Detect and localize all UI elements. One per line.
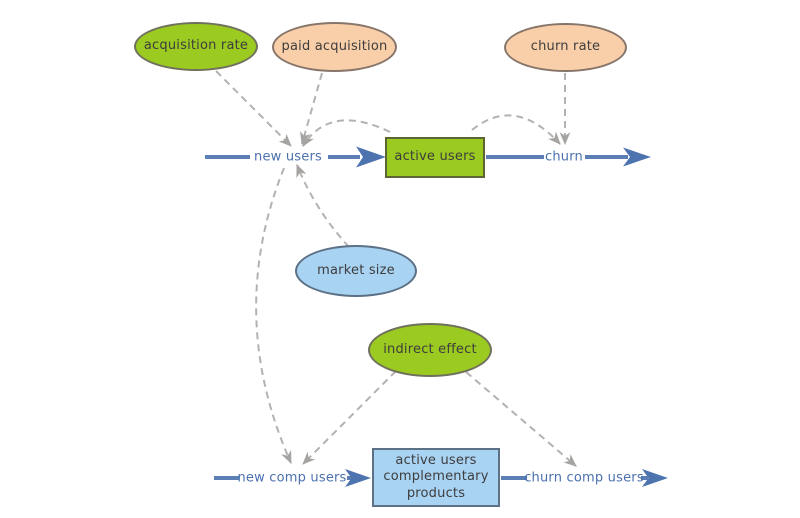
link-indirect-effect-to-churn-comp-users[interactable] bbox=[465, 371, 577, 467]
node-label: active users complementary products bbox=[383, 453, 489, 501]
link-active-users-to-churn[interactable] bbox=[471, 114, 561, 145]
flow-label-churn-comp-users[interactable]: churn comp users bbox=[524, 470, 644, 486]
link-acquisition-rate-to-new-users[interactable] bbox=[215, 70, 292, 147]
node-active-users[interactable]: active users bbox=[385, 137, 485, 178]
link-market-size-to-new-users[interactable] bbox=[296, 163, 350, 248]
flow-label-churn[interactable]: churn bbox=[545, 149, 583, 165]
link-indirect-effect-to-new-comp-users[interactable] bbox=[302, 370, 397, 465]
flow-pipe-new-users[interactable] bbox=[205, 146, 386, 168]
flow-arrowhead-icon bbox=[623, 147, 651, 167]
node-active-users-complementary-products[interactable]: active users complementary products bbox=[372, 448, 500, 507]
node-label: indirect effect bbox=[383, 341, 477, 357]
flow-arrowhead-icon bbox=[642, 469, 668, 487]
flow-pipe-new-comp-users[interactable] bbox=[214, 469, 371, 487]
node-market-size[interactable]: market size bbox=[295, 245, 417, 297]
link-paid-acquisition-to-new-users[interactable] bbox=[300, 72, 323, 146]
node-label: paid acquisition bbox=[281, 38, 388, 54]
node-label: acquisition rate bbox=[143, 38, 249, 54]
flow-arrowhead-icon bbox=[356, 146, 386, 168]
flow-pipe-churn[interactable] bbox=[486, 147, 651, 167]
flow-pipe-churn-comp-users[interactable] bbox=[501, 469, 668, 487]
link-new-users-to-new-comp-users[interactable] bbox=[255, 167, 292, 464]
node-paid-acquisition[interactable]: paid acquisition bbox=[272, 22, 397, 72]
node-churn-rate[interactable]: churn rate bbox=[504, 23, 627, 72]
node-label: active users bbox=[394, 149, 476, 165]
node-label: market size bbox=[317, 262, 395, 278]
node-indirect-effect[interactable]: indirect effect bbox=[368, 323, 492, 377]
node-acquisition-rate[interactable]: acquisition rate bbox=[134, 22, 258, 71]
flow-label-new-users[interactable]: new users bbox=[254, 149, 322, 165]
link-active-users-to-new-users[interactable] bbox=[302, 119, 391, 147]
flow-label-new-comp-users[interactable]: new comp users bbox=[237, 470, 347, 486]
flow-arrowhead-icon bbox=[345, 469, 371, 487]
node-label: churn rate bbox=[530, 39, 601, 55]
